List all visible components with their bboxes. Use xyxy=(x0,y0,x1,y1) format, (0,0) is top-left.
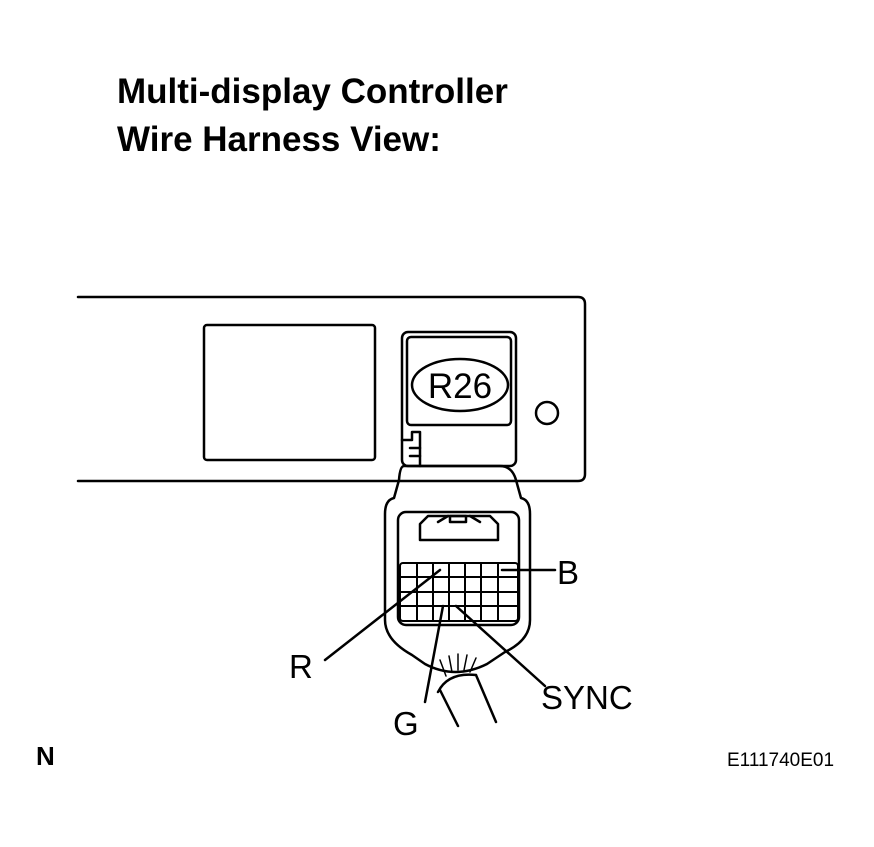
wire-strands xyxy=(439,653,477,677)
plug-latch xyxy=(418,514,500,542)
label-b: B xyxy=(557,554,579,591)
connector-socket-inner xyxy=(405,335,513,427)
connector-latch xyxy=(400,430,422,468)
label-g: G xyxy=(393,705,419,742)
terminal-grid xyxy=(399,562,519,622)
label-r: R xyxy=(289,648,313,685)
leader-g xyxy=(423,604,445,704)
controller-panel-outline xyxy=(76,295,587,483)
leader-sync xyxy=(454,604,547,688)
label-sync: SYNC xyxy=(541,679,633,716)
screw-icon xyxy=(534,400,560,426)
orientation-marker: N xyxy=(36,741,55,771)
diagram-title-line2: Wire Harness View: xyxy=(117,120,441,159)
display-window xyxy=(202,323,377,462)
connector-plug-body xyxy=(383,464,532,674)
diagram-title-line1: Multi-display Controller xyxy=(117,72,508,111)
connector-id-label: R26 xyxy=(428,367,492,406)
wire-bundle xyxy=(436,673,498,728)
figure-id: E111740E01 xyxy=(727,750,835,771)
leader-r xyxy=(323,568,442,662)
connector-id-oval xyxy=(410,357,510,413)
